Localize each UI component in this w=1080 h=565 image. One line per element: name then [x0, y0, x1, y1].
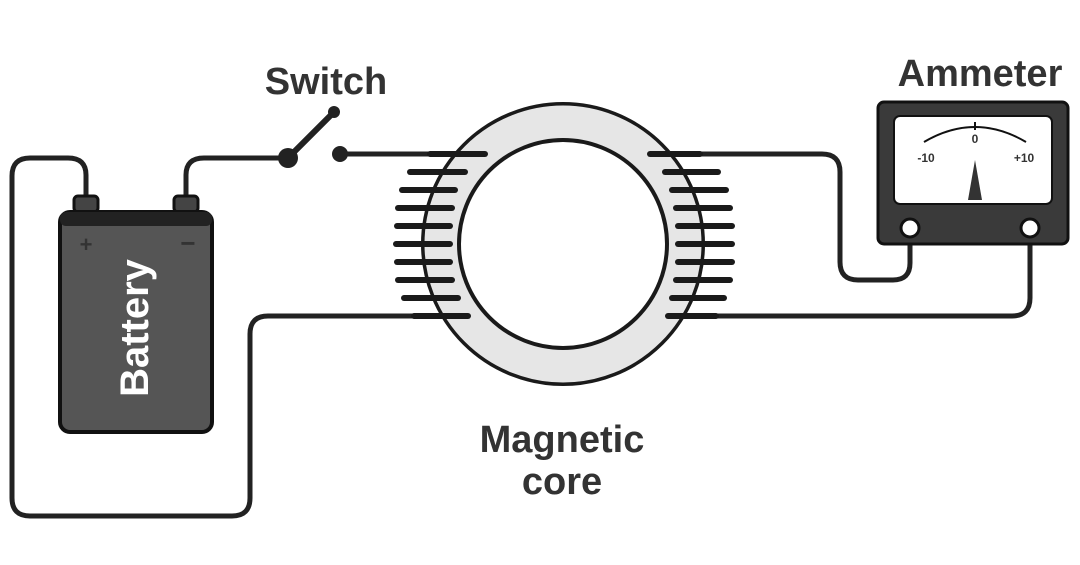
battery-terminal-negative — [172, 194, 200, 214]
left-coil — [393, 151, 488, 319]
switch-label: Switch — [265, 61, 387, 103]
battery-plus-sign: + — [80, 232, 93, 257]
ammeter-scale-left: -10 — [917, 151, 935, 165]
magnetic-core-label-line1: Magnetic — [480, 419, 645, 461]
core-ring-inner — [457, 138, 669, 350]
switch-lever-tip — [328, 106, 340, 118]
battery-label: Battery — [113, 258, 157, 397]
wire-coil-to-ammeter-right — [665, 225, 1033, 319]
right-coil — [647, 151, 735, 319]
wire-coil-to-ammeter-left — [647, 151, 913, 283]
ammeter-label: Ammeter — [898, 53, 1063, 95]
switch-contact — [332, 146, 348, 162]
switch-pivot — [278, 148, 298, 168]
magnetic-core — [421, 102, 705, 386]
ammeter-scale-right: +10 — [1014, 151, 1035, 165]
battery-terminal-positive — [72, 194, 100, 214]
ammeter-needle — [968, 160, 982, 200]
ammeter-scale-center: 0 — [972, 132, 979, 146]
wire-battery-positive — [9, 155, 471, 519]
battery-top-band — [60, 212, 212, 226]
ammeter-terminal-left — [899, 217, 921, 239]
wire-battery-negative — [183, 155, 291, 203]
magnetic-core-label-line2: core — [522, 461, 602, 503]
ammeter-terminal-right — [1019, 217, 1041, 239]
ammeter: -10 0 +10 — [876, 100, 1070, 246]
battery: + − Battery — [58, 194, 214, 434]
switch — [278, 106, 348, 168]
battery-minus-sign: − — [180, 228, 195, 258]
switch-lever — [285, 109, 337, 161]
